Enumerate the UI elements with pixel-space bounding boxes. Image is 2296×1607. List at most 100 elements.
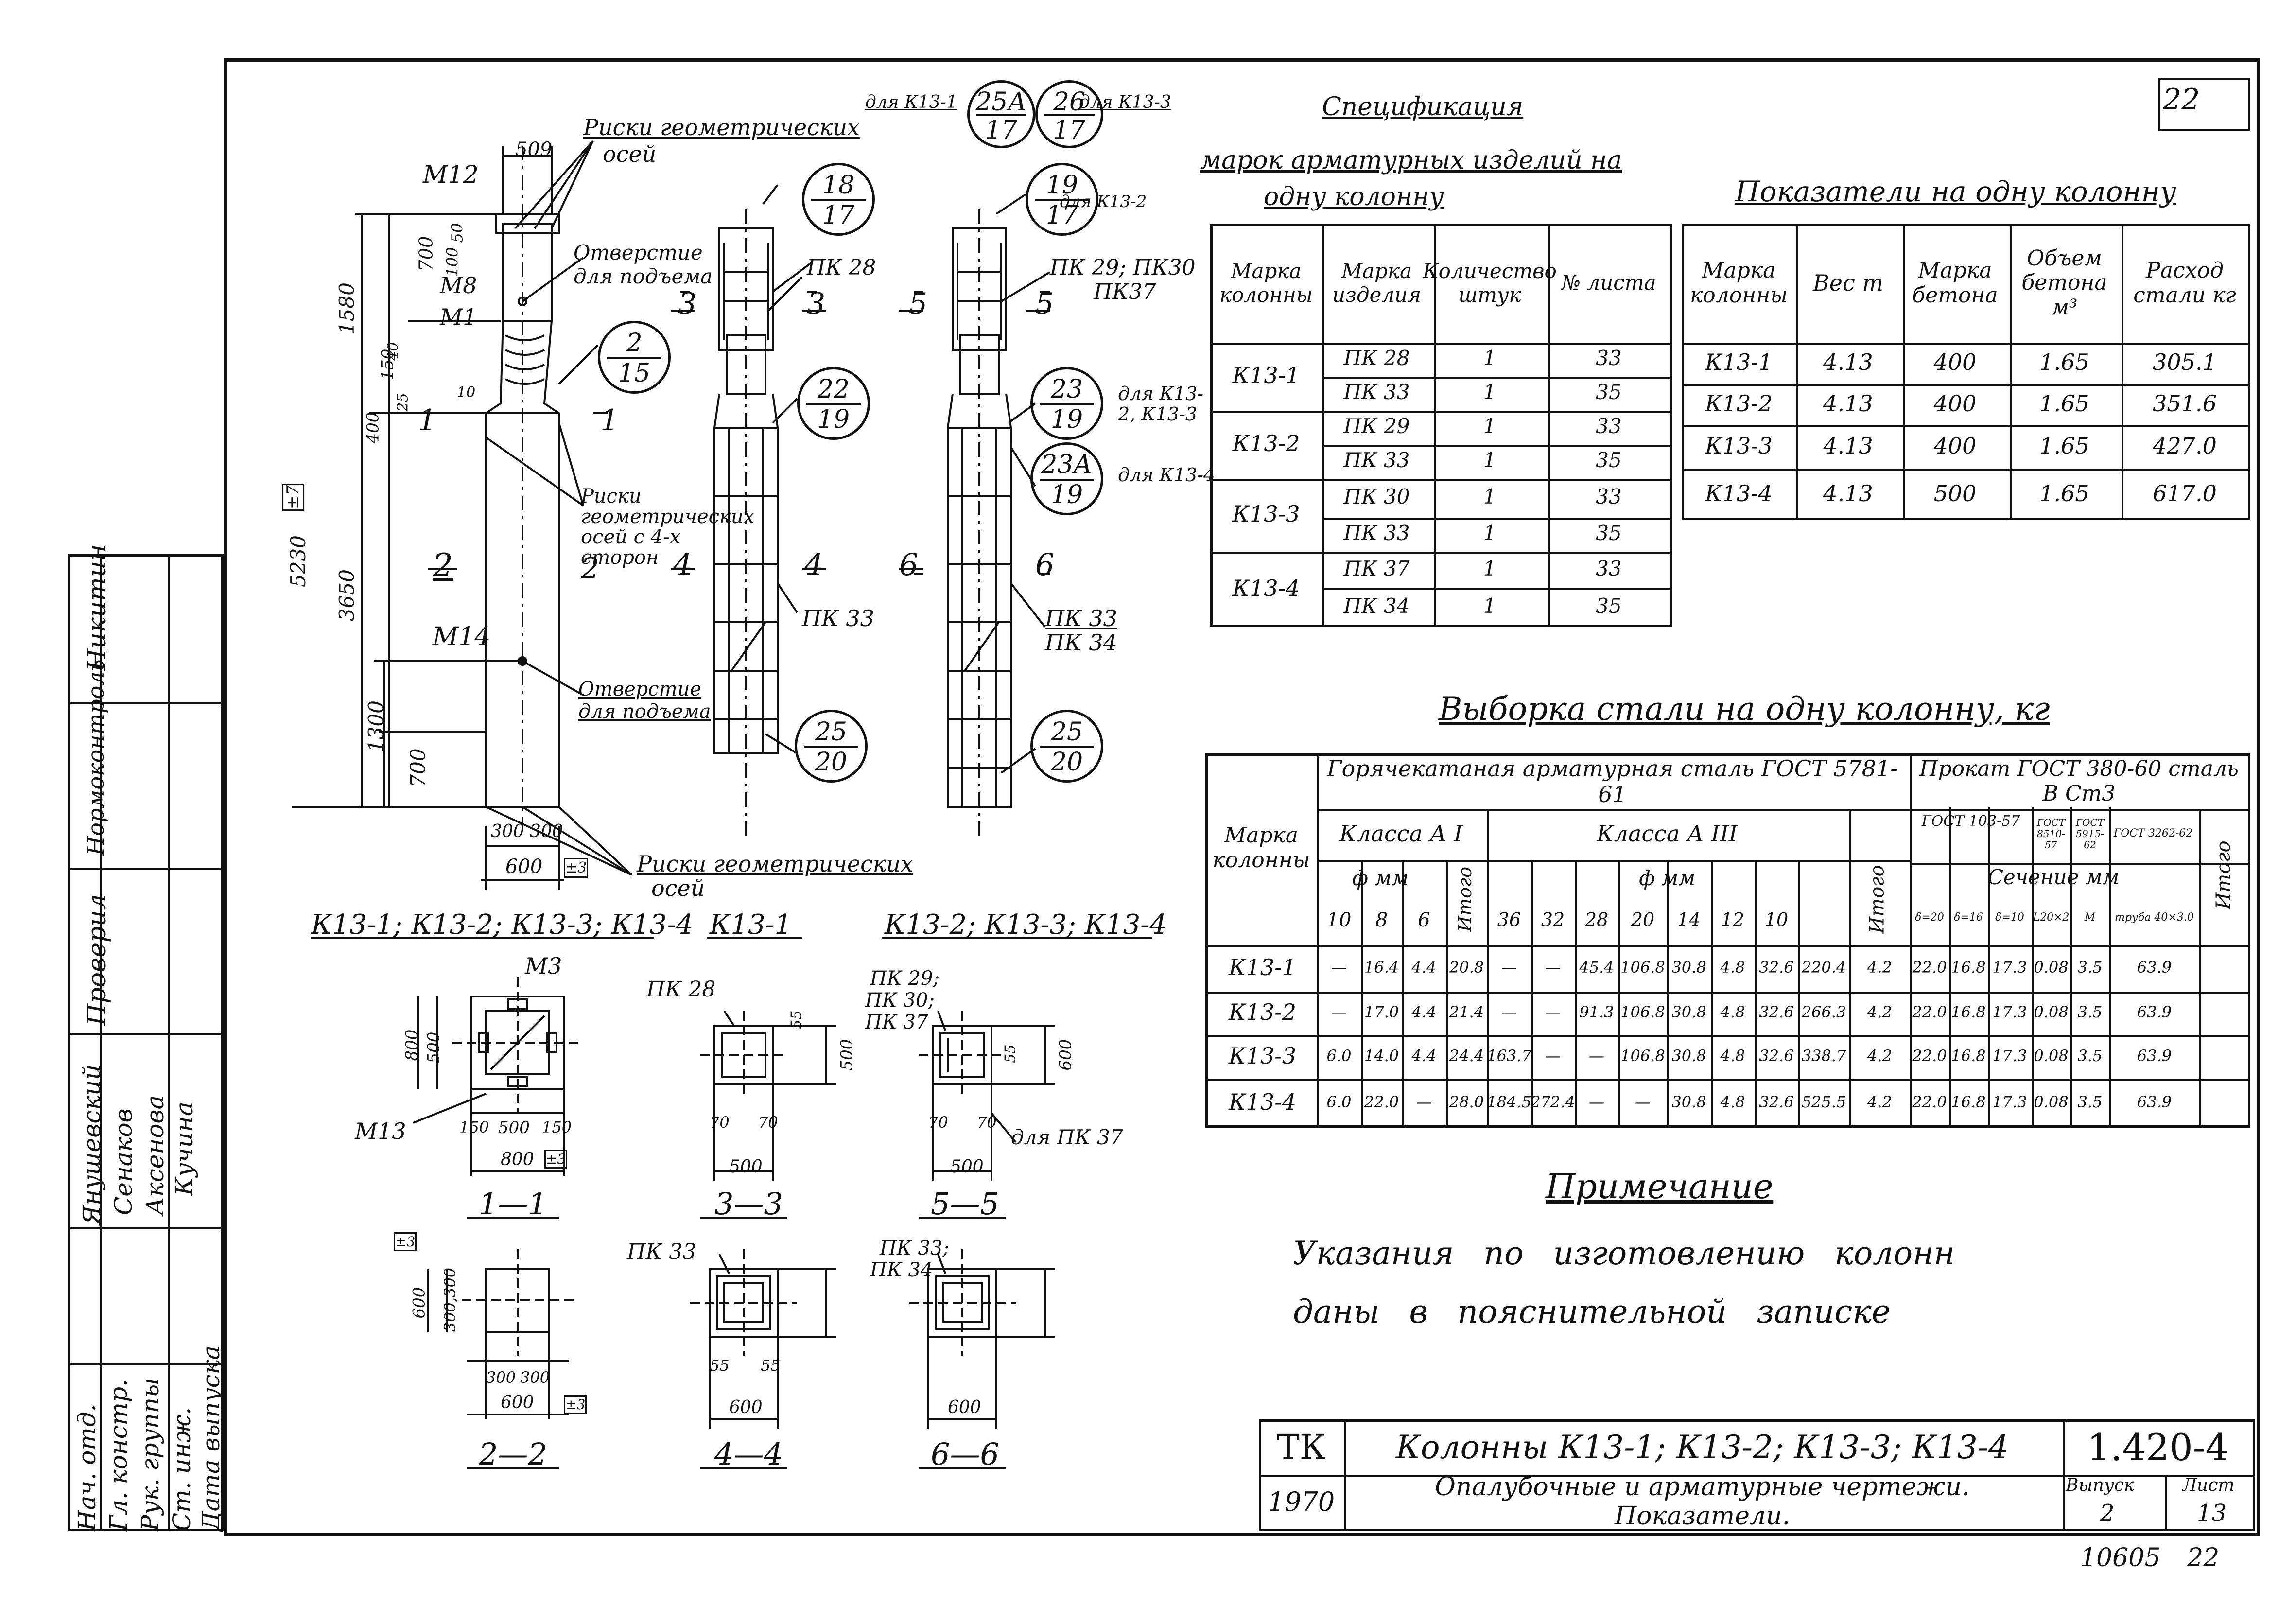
steel-cell: 4.2 — [1867, 1047, 1892, 1066]
steel-cell: — — [1545, 1047, 1561, 1066]
spec-col-k4: К13-4 — [1232, 575, 1300, 601]
spec-title-2: марок арматурных изделий на — [1200, 146, 1622, 175]
spec-cell: 33 — [1596, 485, 1622, 509]
note-title: Примечание — [1546, 1167, 1774, 1206]
sec-d500d: 500 — [837, 1039, 857, 1071]
steel-cell: 17.3 — [1992, 958, 2027, 977]
spec-h-item: Марка изделия — [1332, 259, 1422, 307]
title-series: 1.420-4 — [2087, 1425, 2229, 1469]
cage-cut-3a: 3 — [678, 287, 697, 321]
sheet-number: 22 — [2163, 83, 2200, 117]
dim-pm3: ±3 — [564, 858, 589, 878]
sec-d70d: 70 — [977, 1113, 997, 1132]
dim-10: 10 — [457, 384, 476, 401]
sec-pm3b: ±3 — [394, 1232, 417, 1251]
spec-cell: 35 — [1596, 521, 1622, 545]
sections-head-k1: К13-1 — [710, 909, 792, 941]
spec-cell: 35 — [1596, 594, 1622, 618]
steel-cell: — — [1589, 1093, 1604, 1112]
steel-cell: — — [1635, 1093, 1651, 1112]
sheet-number-box — [2158, 78, 2250, 131]
steel-grid-line — [2032, 807, 2034, 1125]
label-pk33a: ПК 33 — [802, 605, 874, 631]
steel-cell: 3.5 — [2077, 1003, 2103, 1022]
steel-grid-line — [1402, 860, 1404, 1125]
steel-cell: 30.8 — [1671, 1047, 1706, 1066]
sec-lbl-11: 1—1 — [479, 1186, 547, 1222]
sec-d55b: 55 — [1002, 1044, 1019, 1063]
ind-cell: 4.13 — [1823, 349, 1873, 375]
elev-cut-1a: 1 — [418, 403, 437, 437]
steel-grid-line — [1755, 860, 1757, 1125]
steel-cell: 21.4 — [1449, 1003, 1484, 1022]
steel-cell: 30.8 — [1671, 958, 1706, 977]
mark-m12: М12 — [423, 160, 479, 189]
cage-cut-4a: 4 — [673, 547, 693, 582]
steel-title: Выборка стали на одну колонну, кг — [1439, 690, 2050, 728]
steel-cell: 0.08 — [2034, 1093, 2069, 1112]
sec-m13: М13 — [355, 1118, 406, 1144]
label-pk29: ПК 29; ПК30 — [1050, 255, 1196, 280]
dim-400: 400 — [363, 412, 383, 444]
steel-h-a3: Класса А III — [1597, 820, 1738, 847]
ind-cell: 1.65 — [2039, 480, 2089, 507]
dim-50: 50 — [448, 223, 467, 243]
steel-cell: — — [1501, 958, 1517, 977]
steel-grid-line — [1798, 860, 1800, 1125]
steel-cell: 266.3 — [1801, 1003, 1846, 1022]
steel-h-hot: Горячекатаная арматурная сталь ГОСТ 5781… — [1327, 755, 1898, 807]
sec-d55d: 55 — [761, 1356, 781, 1375]
bottom-sheet: 22 — [2187, 1543, 2220, 1572]
steel-cell: 22.0 — [1912, 1093, 1947, 1112]
title-tk: ТК — [1277, 1427, 1326, 1467]
steel-cell: 28.0 — [1449, 1093, 1484, 1112]
spec-cell: 1 — [1483, 414, 1496, 438]
steel-cell: 63.9 — [2137, 1093, 2172, 1112]
risks-geom-bottom: Риски геометрических — [637, 851, 913, 877]
sec-pm3a: ±3 — [544, 1150, 568, 1169]
ind-row-mark: К13-4 — [1705, 480, 1773, 507]
spec-cell: ПК 29 — [1343, 414, 1410, 438]
steel-cell: 338.7 — [1801, 1047, 1846, 1066]
steel-h-itogo3: Итого — [1866, 865, 1889, 934]
steel-h-gost103: ГОСТ 103-57 — [1921, 812, 2020, 830]
steel-h-diam: 10 — [1326, 908, 1352, 931]
spec-cell: ПК 33 — [1343, 521, 1410, 545]
title-main: Колонны К13-1; К13-2; К13-3; К13-4 — [1395, 1428, 2009, 1466]
spec-cell: 1 — [1483, 485, 1496, 509]
drawing-frame — [224, 58, 2260, 1536]
sec-d600b: 600 — [409, 1287, 429, 1319]
sec-lbl-22: 2—2 — [479, 1436, 547, 1472]
sec-d600e: 600 — [948, 1397, 981, 1417]
steel-cell: 525.5 — [1801, 1093, 1846, 1112]
elev-top-note: для К13-1 — [865, 92, 957, 112]
steel-grid-line — [1575, 860, 1577, 1125]
steel-h-section: δ=20 — [1915, 911, 1944, 924]
steel-h-a1: Класса А I — [1339, 820, 1463, 847]
steel-cell: 3.5 — [2077, 1047, 2103, 1066]
dim-1580: 1580 — [334, 282, 359, 334]
spec-h-qty: Количество штук — [1423, 259, 1557, 307]
spec-col-k1: К13-1 — [1232, 362, 1300, 389]
sec-pk34: ПК 34 — [870, 1259, 933, 1281]
dim-w300b: 300 — [530, 821, 563, 841]
steel-cell: 63.9 — [2137, 1003, 2172, 1022]
steel-cell: 45.4 — [1579, 958, 1614, 977]
steel-cell: 4.4 — [1411, 958, 1437, 977]
risks-geom-bottom-2: осей — [651, 875, 705, 901]
cage-cut-6b: 6 — [1035, 547, 1055, 582]
spec-cell: ПК 28 — [1343, 346, 1410, 370]
sec-pk30: ПК 30; — [865, 989, 935, 1012]
steel-cell: 4.4 — [1411, 1047, 1437, 1066]
steel-cell: 63.9 — [2137, 958, 2172, 977]
steel-cell: — — [1545, 1003, 1561, 1022]
steel-h-gost5915: ГОСТ 5915-62 — [2075, 816, 2105, 851]
sec-d500: 500 — [424, 1031, 444, 1064]
label-pk33b: ПК 33 — [1045, 605, 1117, 631]
steel-h-diam: 12 — [1721, 908, 1745, 930]
sec-d600: 600 — [1056, 1039, 1076, 1071]
